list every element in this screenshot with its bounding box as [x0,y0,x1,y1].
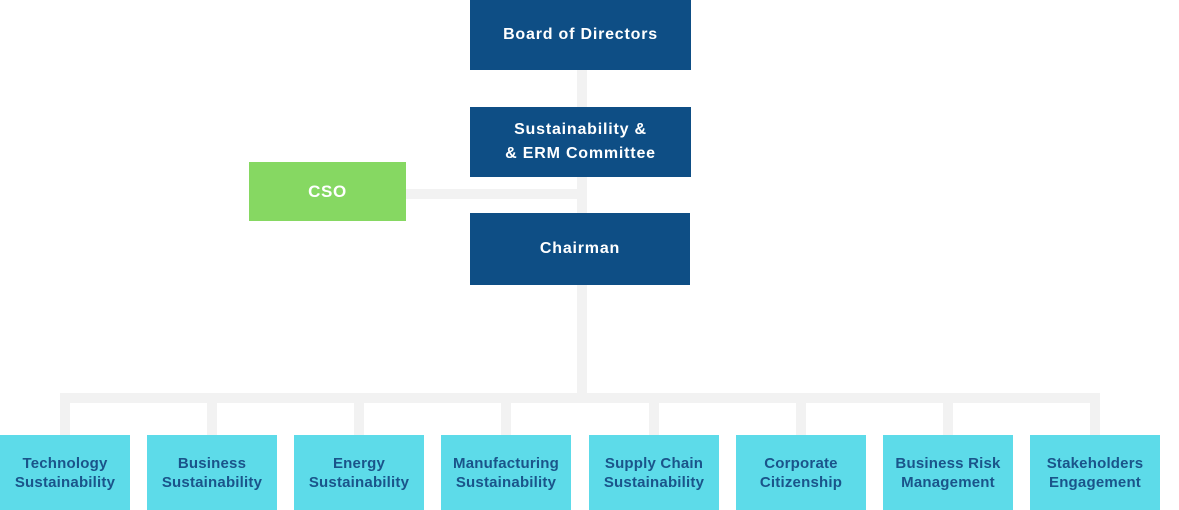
org-node-label: Board of Directors [503,26,658,43]
org-node-label: Technology Sustainability [14,454,116,491]
org-node-label: Sustainability & & ERM Committee [505,121,656,162]
org-node-business-sustainability: Business Sustainability [147,435,277,510]
org-node-label: Business Sustainability [161,454,263,491]
org-node-label: Manufacturing Sustainability [453,454,559,491]
org-node-cso: CSO [249,162,406,221]
org-node-label: Chairman [539,240,621,257]
connector-trunk [60,393,1100,403]
org-node-label: Corporate Citizenship [759,454,843,491]
org-node-label: Energy Sustainability [308,454,410,491]
connector-drop-5 [649,403,659,435]
org-node-label: Supply Chain Sustainability [603,454,705,491]
org-node-stakeholders-engagement: Stakeholders Engagement [1030,435,1160,510]
org-node-sustainability-erm-committee: Sustainability & & ERM Committee [470,107,691,177]
connector-drop-4 [501,403,511,435]
org-node-corporate-citizenship: Corporate Citizenship [736,435,866,510]
connector-drop-7 [943,403,953,435]
connector-drop-2 [207,403,217,435]
connector-board-to-committee [577,70,587,107]
connector-drop-3 [354,403,364,435]
connector-chairman-to-trunk [577,285,587,393]
org-node-label: Business Risk Management [895,454,1001,491]
org-node-business-risk-management: Business Risk Management [883,435,1013,510]
connector-drop-6 [796,403,806,435]
org-node-board-of-directors: Board of Directors [470,0,691,70]
org-node-chairman: Chairman [470,213,690,285]
org-node-supply-chain-sustainability: Supply Chain Sustainability [589,435,719,510]
org-node-label: Stakeholders Engagement [1046,454,1144,491]
org-node-energy-sustainability: Energy Sustainability [294,435,424,510]
connector-drop-1 [60,403,70,435]
org-node-technology-sustainability: Technology Sustainability [0,435,130,510]
connector-drop-8 [1090,403,1100,435]
org-node-manufacturing-sustainability: Manufacturing Sustainability [441,435,571,510]
connector-cso-branch [406,189,587,199]
org-node-label: CSO [308,181,347,201]
